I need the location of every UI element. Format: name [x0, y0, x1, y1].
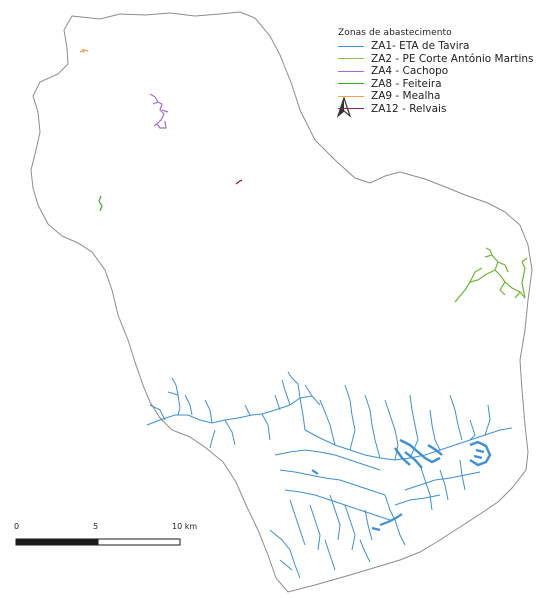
scale-label-10km: 10 km — [172, 522, 198, 531]
legend: Zonas de abastecimento ZA1- ETA de Tavir… — [338, 28, 534, 115]
legend-swatch — [338, 70, 364, 72]
municipality-boundary — [30, 11, 533, 593]
legend-swatch — [338, 58, 364, 60]
legend-label: ZA1- ETA de Tavira — [371, 40, 470, 53]
scale-label-0: 0 — [14, 522, 20, 531]
zone-za1-network — [146, 371, 513, 579]
legend-swatch — [338, 108, 364, 110]
legend-title: Zonas de abastecimento — [338, 28, 452, 38]
legend-item: ZA4 - Cachopo — [338, 65, 534, 78]
legend-label: ZA4 - Cachopo — [371, 65, 449, 78]
legend-swatch — [338, 83, 364, 85]
legend-item: ZA2 - PE Corte António Martins — [338, 53, 534, 66]
zone-za4-network — [149, 93, 169, 129]
north-arrow-icon — [336, 96, 352, 118]
legend-label: ZA12 - Relvais — [371, 102, 447, 115]
legend-label: ZA8 - Feiteira — [371, 77, 442, 90]
legend-label: ZA9 - Mealha — [371, 90, 441, 103]
scale-label-5: 5 — [93, 522, 99, 531]
zone-za2-network — [454, 247, 528, 303]
zone-za9-network — [79, 48, 89, 54]
legend-label: ZA2 - PE Corte António Martins — [371, 52, 534, 65]
legend-item: ZA8 - Feiteira — [338, 78, 534, 91]
legend-swatch — [338, 45, 364, 47]
zone-za8-west-network — [98, 195, 103, 212]
scale-bar — [15, 538, 181, 546]
scale-labels: 0 5 10 km — [0, 522, 230, 536]
legend-item: ZA9 - Mealha — [338, 90, 534, 103]
legend-item: ZA12 - Relvais — [338, 103, 534, 116]
legend-swatch — [338, 95, 364, 97]
legend-item: ZA1- ETA de Tavira — [338, 40, 534, 53]
zone-za12-network — [235, 179, 243, 185]
